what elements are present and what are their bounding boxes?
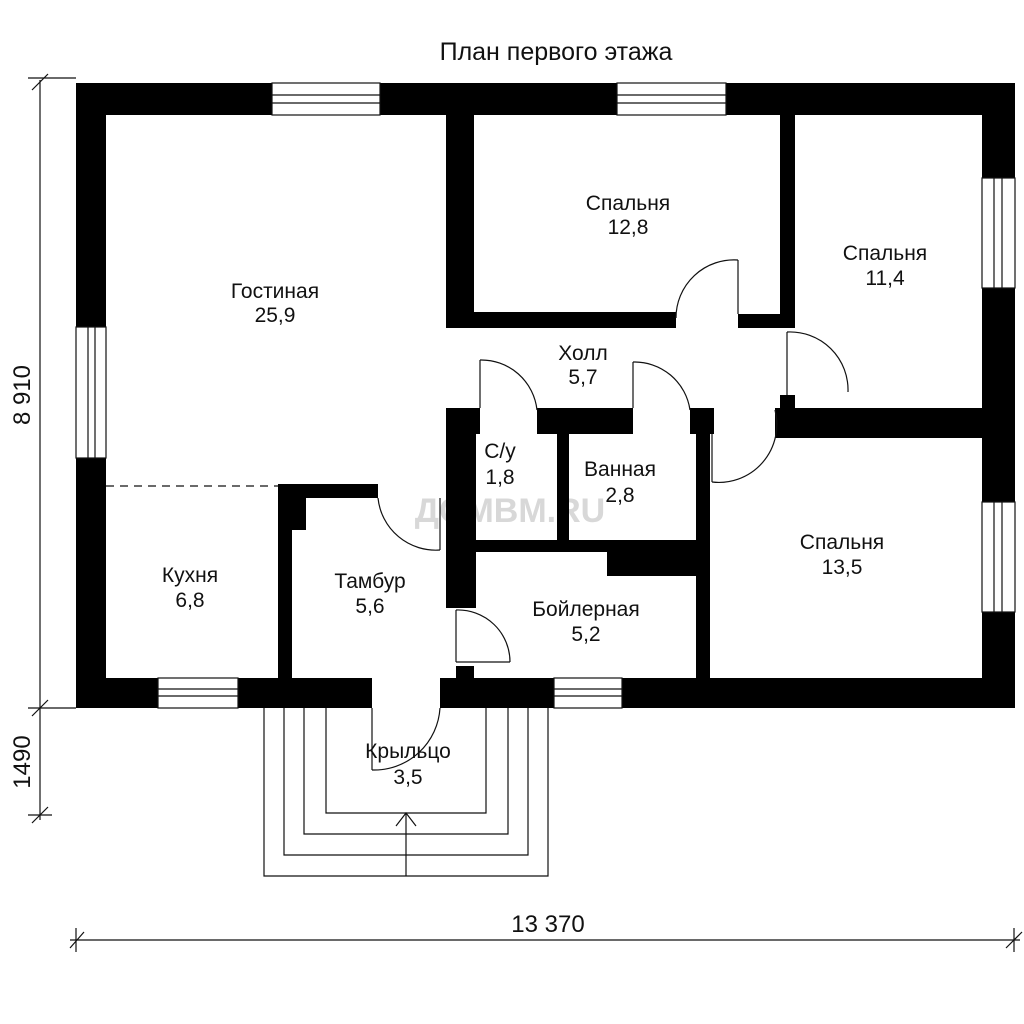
room-name: Холл [558, 342, 608, 365]
room-name: Тамбур [334, 570, 405, 593]
room-area: 12,8 [608, 216, 649, 239]
room-wc: С/у 1,8 [484, 440, 516, 489]
dimension-height-porch: 1490 [9, 735, 36, 788]
room-area: 2,8 [605, 484, 634, 507]
dimension-width: 13 370 [511, 911, 584, 938]
room-name: Спальня [800, 531, 884, 554]
room-name: С/у [484, 440, 516, 463]
room-name: Спальня [843, 242, 927, 265]
room-hall: Холл 5,7 [558, 342, 608, 389]
dimension-height-main: 8 910 [9, 365, 36, 425]
room-name: Гостиная [231, 280, 319, 303]
room-area: 1,8 [485, 466, 514, 489]
windows [75, 82, 1016, 709]
room-living: Гостиная 25,9 [231, 280, 319, 327]
room-area: 13,5 [822, 556, 863, 579]
room-name: Кухня [162, 564, 218, 587]
room-vestibule: Тамбур 5,6 [334, 570, 405, 618]
room-name: Спальня [586, 192, 670, 215]
room-porch: Крыльцо 3,5 [365, 740, 451, 789]
room-name: Ванная [584, 458, 656, 481]
exterior-walls [76, 83, 1015, 708]
room-area: 11,4 [865, 267, 905, 290]
watermark: ДОМВМ.RU [415, 492, 605, 530]
room-area: 3,5 [393, 766, 422, 789]
interior-walls [278, 115, 982, 678]
room-bedroom-right-top: Спальня 11,4 [843, 242, 927, 290]
room-area: 5,7 [568, 366, 597, 389]
room-bedroom-right-bottom: Спальня 13,5 [800, 531, 884, 579]
plan-title: План первого этажа [440, 38, 673, 66]
room-area: 5,6 [355, 595, 384, 618]
room-bedroom-top: Спальня 12,8 [586, 192, 670, 239]
room-name: Крыльцо [365, 740, 451, 763]
dimension-lines [28, 73, 1023, 952]
room-bath: Ванная 2,8 [584, 458, 656, 507]
porch-steps [263, 708, 549, 877]
room-area: 6,8 [175, 589, 204, 612]
room-area: 5,2 [571, 623, 600, 646]
doors [371, 259, 849, 771]
room-boiler: Бойлерная 5,2 [532, 598, 639, 646]
room-kitchen: Кухня 6,8 [162, 564, 218, 612]
room-name: Бойлерная [532, 598, 639, 621]
room-area: 25,9 [255, 304, 296, 327]
